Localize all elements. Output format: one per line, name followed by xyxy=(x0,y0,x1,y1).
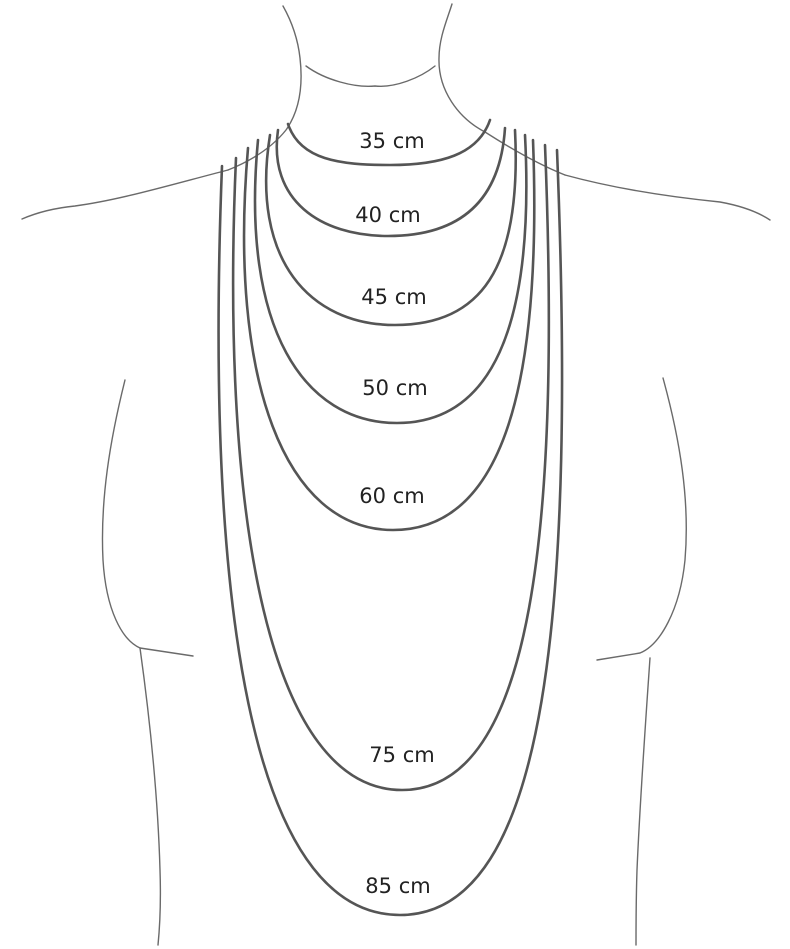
left-shoulder xyxy=(22,170,228,219)
label-45cm: 45 cm xyxy=(361,285,426,309)
left-torso-edge xyxy=(140,648,160,945)
necklace-85-curve xyxy=(219,150,562,915)
label-75cm: 75 cm xyxy=(369,743,434,767)
chin-curve xyxy=(306,66,435,86)
label-60cm: 60 cm xyxy=(359,484,424,508)
neck-left-edge xyxy=(228,6,301,170)
label-40cm: 40 cm xyxy=(355,203,420,227)
right-armpit-line xyxy=(597,378,686,660)
necklace-75-curve xyxy=(233,145,549,790)
right-shoulder xyxy=(565,175,770,220)
label-85cm: 85 cm xyxy=(365,874,430,898)
necklace-curves xyxy=(219,120,562,915)
label-50cm: 50 cm xyxy=(362,376,427,400)
right-torso-edge xyxy=(636,658,650,945)
label-35cm: 35 cm xyxy=(359,129,424,153)
left-armpit-line xyxy=(102,380,193,656)
necklace-60-curve xyxy=(244,140,534,530)
